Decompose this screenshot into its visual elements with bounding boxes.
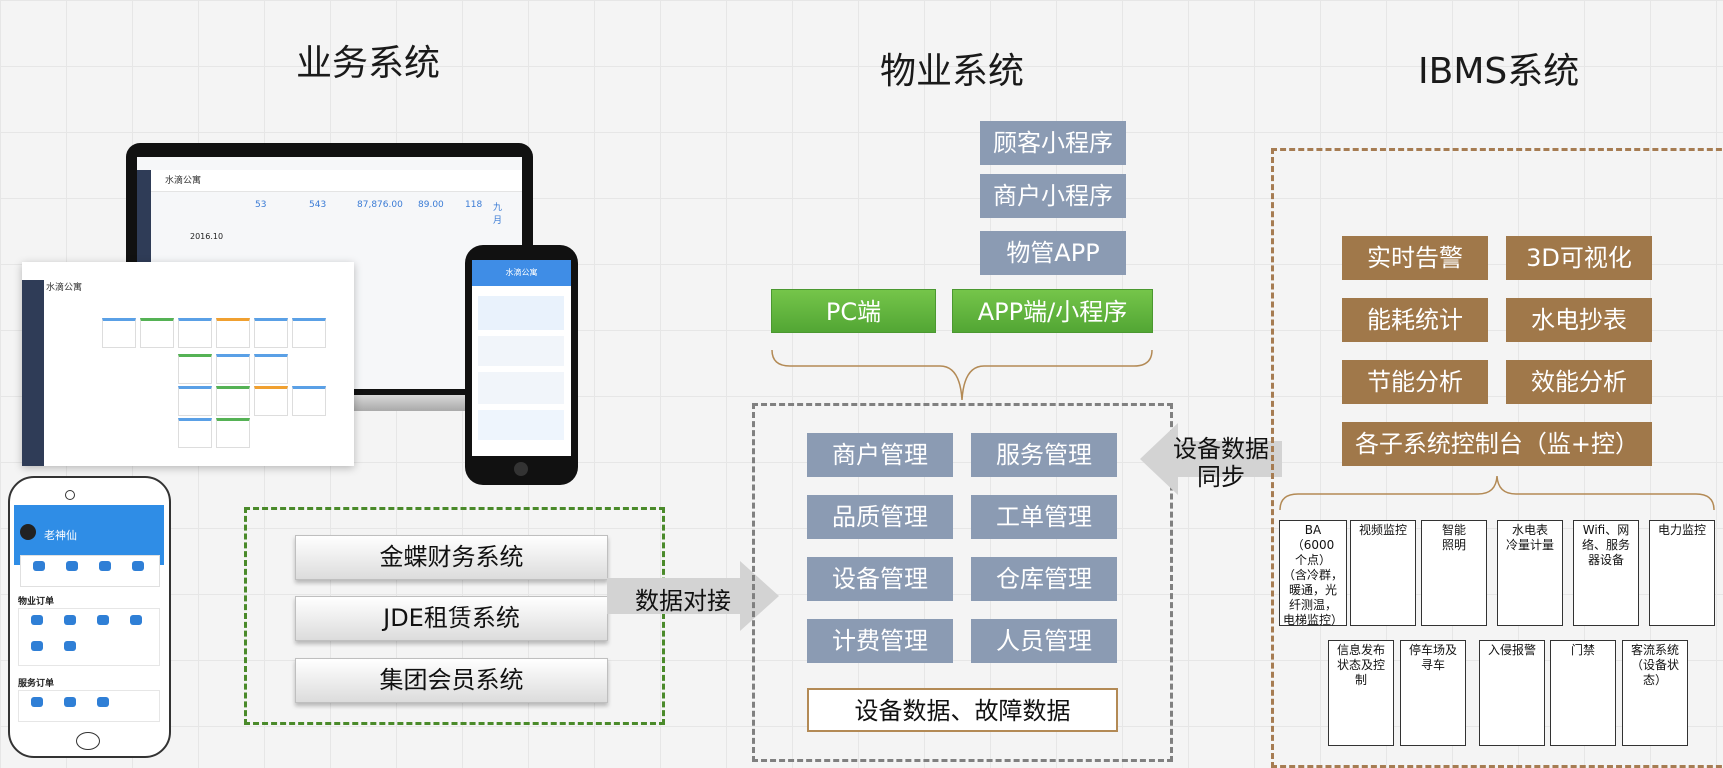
business-systems-title: 业务系统 xyxy=(296,43,441,84)
device-fault-data-bar: 设备数据、故障数据 xyxy=(807,688,1118,732)
tablet-sidebar xyxy=(22,280,44,466)
module-equipment-mgmt: 设备管理 xyxy=(807,557,953,601)
clients-brace xyxy=(771,349,1153,401)
channel-merchant-miniprogram: 商户小程序 xyxy=(980,174,1126,218)
laptop-stat: 543 xyxy=(309,200,327,210)
home-button-icon xyxy=(514,462,528,476)
laptop-stat: 87,876.00 xyxy=(357,200,403,210)
module-service-mgmt: 服务管理 xyxy=(971,433,1117,477)
subsystem-power: 电力监控 xyxy=(1649,520,1715,626)
laptop-app-bar: 水滴公寓 xyxy=(151,170,522,192)
subsystem-access-control: 门禁 xyxy=(1550,640,1616,746)
ibms-subsystem-console: 各子系统控制台（监+控） xyxy=(1342,422,1652,466)
laptop-stat: 89.00 xyxy=(418,200,444,210)
module-billing-mgmt: 计费管理 xyxy=(807,619,953,663)
subsystem-lighting: 智能 照明 xyxy=(1421,520,1487,626)
laptop-app-name: 水滴公寓 xyxy=(165,176,202,186)
phone-panel xyxy=(478,296,564,330)
ibms-feature-meter-reading: 水电抄表 xyxy=(1506,298,1652,342)
data-link-label: 数据对接 xyxy=(635,587,731,615)
module-workorder-mgmt: 工单管理 xyxy=(971,495,1117,539)
module-warehouse-mgmt: 仓库管理 xyxy=(971,557,1117,601)
business-system-item: 集团会员系统 xyxy=(295,658,608,703)
channel-customer-miniprogram: 顾客小程序 xyxy=(980,121,1126,165)
tablet-card-grid xyxy=(100,318,350,458)
laptop-stat: 九月 xyxy=(493,203,503,226)
property-modules-box xyxy=(752,403,1173,762)
subsystem-info-release: 信息发布 状态及控 制 xyxy=(1328,640,1394,746)
client-pc: PC端 xyxy=(771,289,936,333)
subsystems-brace xyxy=(1279,475,1715,511)
client-app: APP端/小程序 xyxy=(952,289,1153,333)
laptop-stat: 118 xyxy=(465,200,483,210)
business-system-item: 金蝶财务系统 xyxy=(295,535,608,580)
ibms-feature-3d: 3D可视化 xyxy=(1506,236,1652,280)
phone-header: 水滴公寓 xyxy=(472,260,571,286)
laptop-date: 2016.10 xyxy=(190,232,224,241)
subsystem-intrusion-alarm: 入侵报警 xyxy=(1479,640,1545,746)
channel-property-app: 物管APP xyxy=(980,231,1126,275)
module-staff-mgmt: 人员管理 xyxy=(971,619,1117,663)
subsystem-video: 视频监控 xyxy=(1350,520,1416,626)
ibms-feature-alarm: 实时告警 xyxy=(1342,236,1488,280)
property-system-title: 物业系统 xyxy=(880,51,1025,92)
avatar xyxy=(20,524,36,540)
business-system-item: JDE租赁系统 xyxy=(295,596,608,641)
phone2-section-title: 物业订单 xyxy=(18,597,55,607)
phone-panel xyxy=(478,336,564,366)
ibms-feature-energy-stats: 能耗统计 xyxy=(1342,298,1488,342)
phone-panel xyxy=(478,372,564,404)
camera-icon xyxy=(65,490,75,500)
subsystem-ba: BA （6000 个点） （含冷群， 暖通，光 纤测温， 电梯监控） xyxy=(1279,520,1347,627)
ibms-system-title: IBMS系统 xyxy=(1418,51,1580,92)
subsystem-metering: 水电表 冷量计量 xyxy=(1497,520,1563,626)
module-merchant-mgmt: 商户管理 xyxy=(807,433,953,477)
phone2-service-grid xyxy=(18,690,160,722)
subsystem-parking: 停车场及 寻车 xyxy=(1400,640,1466,746)
home-button-icon xyxy=(76,732,100,750)
phone2-order-grid xyxy=(18,608,160,666)
module-quality-mgmt: 品质管理 xyxy=(807,495,953,539)
tablet-app-name: 水滴公寓 xyxy=(46,283,83,293)
data-sync-arrow xyxy=(1140,423,1282,495)
subsystem-network: Wifi、网 络、服务 器设备 xyxy=(1573,520,1639,626)
laptop-stat: 53 xyxy=(255,200,267,210)
subsystem-passenger-flow: 客流系统 （设备状 态） xyxy=(1622,640,1688,746)
phone2-user-name: 老神仙 xyxy=(44,529,77,542)
data-sync-label-line2: 同步 xyxy=(1197,463,1245,491)
phone2-shortcuts xyxy=(20,555,160,587)
data-link-arrow xyxy=(607,561,779,631)
business-systems-box xyxy=(244,507,665,725)
data-sync-label-line1: 设备数据 xyxy=(1173,435,1269,463)
phone2-section-title: 服务订单 xyxy=(18,679,55,689)
ibms-feature-efficiency: 效能分析 xyxy=(1506,360,1652,404)
ibms-feature-energy-saving: 节能分析 xyxy=(1342,360,1488,404)
phone-chart xyxy=(478,410,564,440)
